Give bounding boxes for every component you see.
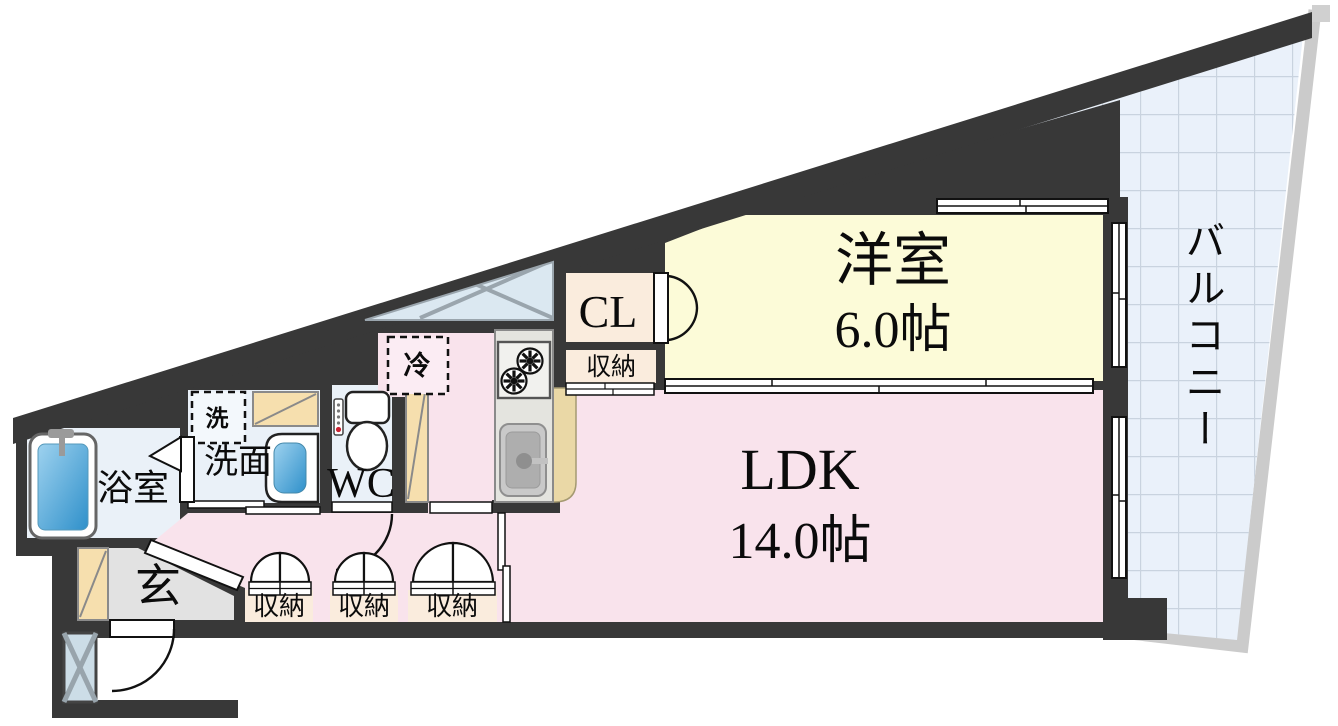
tall-cabinet: [405, 382, 429, 503]
kitchen-sink: [499, 423, 548, 497]
pipe-space-box: [61, 631, 99, 704]
ldk-hall-slider: [429, 501, 511, 623]
entrance-label: 玄: [135, 561, 181, 612]
refrigerator-box: [386, 335, 450, 396]
southwest-wall: [52, 700, 238, 718]
washing-machine-box: [190, 390, 247, 445]
closet-storage-floor: [566, 350, 656, 383]
western-room-floor: [665, 215, 1110, 381]
entrance-floor: [105, 548, 234, 620]
hall-storage-1-folding-door: [248, 551, 312, 596]
refrigerator-label: 冷: [404, 351, 431, 381]
western-room-ldk-slider: [664, 378, 1094, 394]
washroom-shelf: [252, 391, 319, 427]
kitchen-unit: [494, 329, 577, 503]
closet-storage-label: 収納: [586, 353, 636, 381]
ldk-label: LDK: [740, 437, 859, 502]
western-room-label: 洋室: [835, 228, 951, 293]
closet-storage-slider: [565, 382, 655, 396]
kitchen-counter-extension: [550, 387, 577, 503]
hall-storage-2-label: 収納: [338, 592, 390, 621]
bathroom-folding-door: [147, 435, 195, 503]
bathroom-label: 浴室: [97, 468, 169, 508]
bath-faucet-icon: [59, 436, 65, 456]
hall-storage-1-label: 収納: [253, 592, 305, 621]
stove-burner-icon: [499, 366, 529, 396]
hall-storage-3-folding-door: [410, 541, 496, 596]
western-room-side-window: [1111, 222, 1127, 368]
bath-faucet-icon: [48, 429, 74, 438]
kitchen-hall-wall-stub: [492, 500, 560, 513]
bathtub: [28, 429, 98, 540]
washing-machine-label: 洗: [206, 405, 229, 431]
toilet: [333, 390, 391, 472]
diagonal-wall: [13, 12, 1312, 444]
faucet-icon: [524, 458, 548, 464]
balcony-corner-cap: [1312, 5, 1330, 22]
closet-floor: [566, 273, 656, 342]
balcony-label: バルコニー: [1180, 220, 1225, 455]
closet-label: CL: [579, 286, 638, 337]
entrance-door: [109, 619, 176, 693]
ldk-size: 14.0帖: [728, 513, 871, 570]
ldk-balcony-window: [1111, 416, 1127, 579]
entrance-diagonal-door: [143, 538, 245, 592]
wash-basin: [264, 432, 320, 504]
wc-label: WC: [327, 461, 395, 507]
western-room-size: 6.0帖: [834, 302, 951, 359]
shoe-cabinet: [77, 547, 109, 621]
western-room-top-window: [936, 198, 1109, 214]
southeast-wall-block: [1103, 598, 1167, 640]
washroom-slider: [187, 500, 321, 515]
washroom-label: 洗面: [204, 443, 272, 481]
faucet-icon: [516, 453, 532, 469]
closet-folding-door: [653, 272, 699, 344]
hall-storage-2-folding-door: [332, 551, 396, 596]
hall-storage-3-label: 収納: [426, 592, 478, 621]
